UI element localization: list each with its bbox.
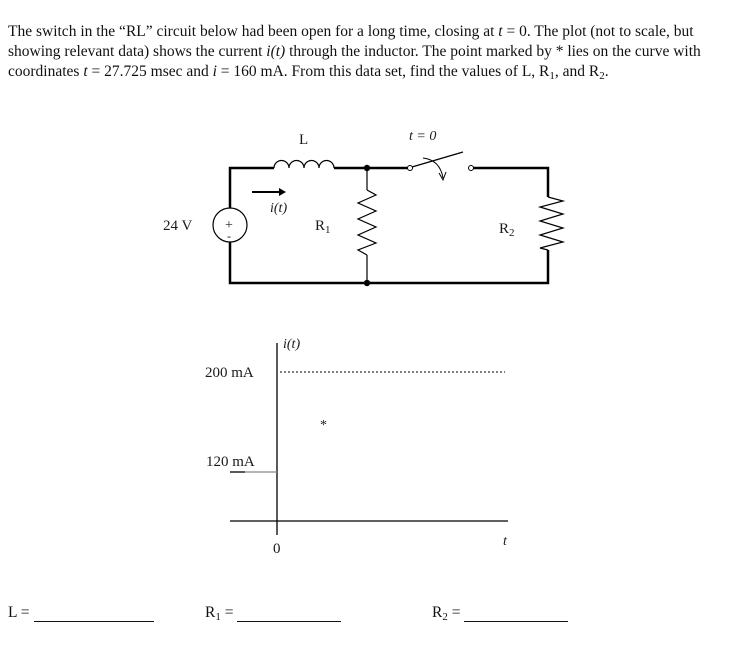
r1-label: R1: [315, 218, 331, 236]
marked-point-asterisk: *: [320, 418, 327, 433]
switch-arrowhead: [438, 171, 447, 182]
answer-blank-R1[interactable]: [237, 603, 342, 622]
resistor-r1-icon: [356, 189, 378, 256]
wire: [473, 166, 550, 197]
current-plot: [230, 343, 508, 535]
source-plus-sign: +: [225, 218, 233, 233]
t-variable: t: [83, 63, 88, 80]
switch-arc-arrow-icon: [422, 157, 444, 179]
problem-text: = 0. The plot (not to scale, but showing…: [8, 23, 694, 60]
y-tick-120: 120 mA: [206, 454, 255, 470]
answer-section: L = R1 = R2 =: [0, 603, 755, 633]
answer-R1: R1 =: [205, 603, 342, 623]
answer-blank-R2[interactable]: [464, 603, 569, 622]
wire: [228, 242, 550, 285]
answer-blank-L[interactable]: [33, 603, 154, 622]
answer-label-R2: R2 =: [432, 604, 461, 623]
answer-label-L: L =: [8, 604, 30, 621]
y-tick-200: 200 mA: [205, 365, 254, 381]
problem-text: = 160 mA. From this data set, find the v…: [216, 63, 550, 80]
rl-circuit: [212, 151, 566, 287]
resistor-r2-icon: [537, 196, 566, 251]
inductor-icon: [273, 159, 335, 169]
wire: [228, 166, 274, 208]
answer-R2: R2 =: [432, 603, 569, 623]
subscript: 1: [549, 70, 555, 82]
problem-text: through the inductor. The point marked b…: [8, 43, 701, 80]
x-origin-label: 0: [273, 541, 281, 557]
problem-text: , and R: [554, 63, 600, 80]
r2-label: R2: [499, 221, 515, 239]
problem-statement: The switch in the “RL” circuit below had…: [8, 22, 738, 82]
t-variable: t: [498, 23, 503, 40]
current-arrowhead: [279, 188, 286, 196]
switch-blade-icon: [411, 151, 464, 168]
current-variable: i(t): [266, 43, 286, 60]
source-minus-sign: -: [227, 229, 231, 243]
switch-time-label: t = 0: [409, 129, 436, 144]
inductor-label: L: [299, 132, 308, 148]
answer-label-R1: R1 =: [205, 604, 234, 623]
problem-text: .: [604, 63, 609, 80]
answer-L: L =: [8, 603, 154, 622]
subscript: 2: [599, 70, 605, 82]
source-voltage-label: 24 V: [163, 218, 192, 234]
current-label: i(t): [270, 201, 287, 216]
y-axis-label: i(t): [283, 337, 300, 352]
problem-text: The switch in the “RL” circuit below had…: [8, 23, 499, 40]
switch-terminal: [407, 165, 413, 171]
problem-text: = 27.725 msec and: [87, 63, 213, 80]
switch-terminal: [468, 165, 474, 171]
i-variable: i: [212, 63, 217, 80]
x-axis-label: t: [503, 534, 508, 549]
